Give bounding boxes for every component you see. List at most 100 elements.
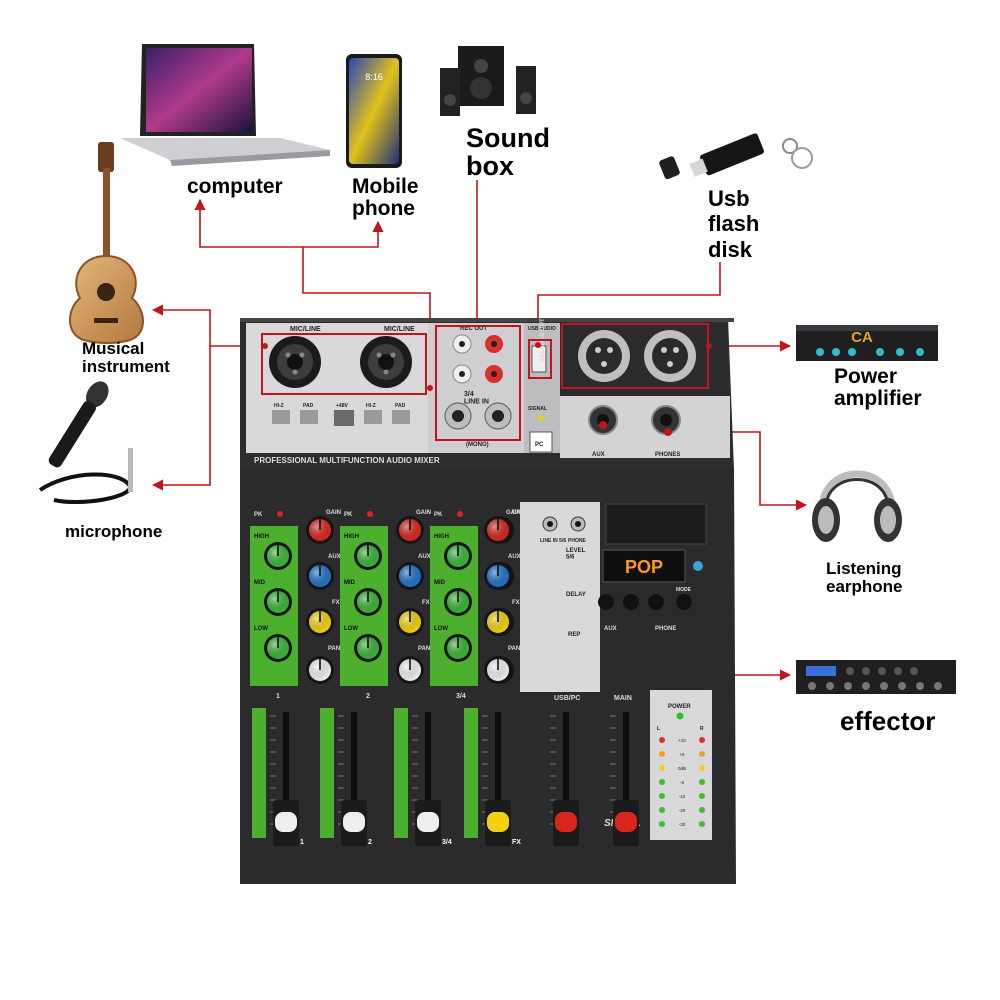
- pk-label: PK: [254, 512, 263, 518]
- pad-2-label: PAD: [395, 403, 406, 409]
- power-label: POWER: [668, 704, 691, 710]
- peak-led: [367, 511, 373, 517]
- mid-label: MID: [254, 580, 266, 586]
- combo-jack-1[interactable]: [269, 336, 321, 388]
- combo-jack-2[interactable]: [360, 336, 412, 388]
- pad-1-label: PAD: [303, 403, 314, 409]
- fader-5[interactable]: [550, 712, 579, 846]
- channel-number: 2: [366, 693, 370, 700]
- rec-out-label: REC OUT: [460, 326, 487, 332]
- line-to-computer: [194, 198, 431, 388]
- high-knob[interactable]: [444, 542, 472, 570]
- phone-in-label: PHONE: [568, 538, 586, 544]
- small-jacks[interactable]: [542, 516, 586, 532]
- high-label: HIGH: [434, 534, 449, 540]
- fader-4[interactable]: FX: [464, 708, 521, 846]
- main-label: MAIN: [614, 695, 632, 702]
- line-to-phone: [303, 220, 384, 248]
- mic-line-2-label: MIC/LINE: [384, 326, 415, 333]
- line-mic: [151, 346, 211, 491]
- pan-label: PAN: [328, 646, 340, 652]
- hiz-2-label: HI-Z: [366, 403, 376, 409]
- meter-scale-label: +5: [679, 752, 685, 757]
- usb-flash-icon: [659, 133, 813, 180]
- fader-label: 3/4: [442, 839, 452, 846]
- pan-knob[interactable]: [396, 656, 424, 684]
- mid-knob[interactable]: [354, 588, 382, 616]
- high-knob[interactable]: [264, 542, 292, 570]
- low-knob[interactable]: [264, 634, 292, 662]
- aux-knob-label: AUX: [604, 626, 617, 632]
- signal-led: [538, 415, 544, 421]
- input-switches[interactable]: [272, 410, 410, 426]
- high-knob[interactable]: [354, 542, 382, 570]
- pan-knob[interactable]: [306, 656, 334, 684]
- fx-knob[interactable]: [396, 608, 424, 636]
- usb-pc-label: USB/PC: [554, 695, 580, 702]
- speaker-icon: [440, 46, 536, 116]
- low-knob[interactable]: [354, 634, 382, 662]
- fader-1[interactable]: 1: [252, 708, 304, 846]
- rca-jacks[interactable]: [452, 334, 503, 384]
- phantom-label: +48V: [336, 403, 348, 409]
- meter-scale-label: -20: [679, 808, 686, 813]
- gain-label: GAIN: [512, 510, 527, 516]
- fader-3[interactable]: 3/4: [394, 708, 452, 846]
- meter-r-label: R: [700, 726, 704, 732]
- mid-knob[interactable]: [264, 588, 292, 616]
- meter-led-r: [699, 751, 705, 757]
- mono-label: (MONO): [466, 442, 489, 448]
- low-label: LOW: [254, 626, 268, 632]
- meter-scale-label: -10: [679, 794, 686, 799]
- phone-time: 8:16: [365, 72, 383, 82]
- effector-icon: [796, 660, 956, 694]
- label-sound-box: Sound box: [466, 123, 550, 182]
- headphones-icon: [812, 470, 902, 542]
- gain-knob[interactable]: [484, 516, 512, 544]
- meter-led-r: [699, 779, 705, 785]
- fx-label: FX: [512, 600, 520, 606]
- low-knob[interactable]: [444, 634, 472, 662]
- fx-knob[interactable]: [306, 608, 334, 636]
- delay-label: DELAY: [566, 592, 586, 598]
- gain-knob[interactable]: [306, 516, 334, 544]
- mixer: MIC/LINE MIC/LINE HI-Z PAD HI-Z PAD +48V: [240, 318, 736, 884]
- fader-label: 2: [368, 839, 372, 846]
- label-usb-flash: Usb flash disk: [708, 186, 760, 262]
- meter-l-label: L: [657, 726, 660, 732]
- amp-brand: CA: [851, 329, 873, 346]
- fx-label: FX: [332, 600, 340, 606]
- fader-label: 1: [300, 839, 304, 846]
- fx-knob[interactable]: [484, 608, 512, 636]
- aux-label: AUX: [508, 554, 521, 560]
- meter-led-r: [699, 821, 705, 827]
- usb-audio-label: USB AUDIO: [528, 326, 556, 332]
- meter-scale-label: -5: [680, 780, 684, 785]
- line-in-jacks[interactable]: [444, 402, 512, 430]
- aux-knob[interactable]: [484, 562, 512, 590]
- power-led: [676, 712, 684, 720]
- pan-knob[interactable]: [484, 656, 512, 684]
- power-amplifier-icon: CA: [796, 325, 938, 361]
- gain-label: GAIN: [506, 510, 521, 516]
- low-label: LOW: [344, 626, 358, 632]
- highlight-boxes: [261, 323, 709, 441]
- meter-led-r: [699, 765, 705, 771]
- meter-led-r: [699, 737, 705, 743]
- xlr-outputs[interactable]: [578, 330, 696, 382]
- label-effector: effector: [840, 706, 936, 736]
- aux-knob[interactable]: [396, 562, 424, 590]
- mic-line-1-label: MIC/LINE: [290, 326, 321, 333]
- mid-knob[interactable]: [444, 588, 472, 616]
- fader-2[interactable]: 2: [320, 708, 372, 846]
- fader-6[interactable]: [610, 712, 639, 846]
- meter-led-l: [659, 737, 665, 743]
- display-text: POP: [625, 557, 663, 577]
- gain-knob[interactable]: [396, 516, 424, 544]
- transport-buttons[interactable]: [598, 594, 692, 610]
- label-microphone: microphone: [65, 522, 163, 541]
- aux-knob[interactable]: [306, 562, 334, 590]
